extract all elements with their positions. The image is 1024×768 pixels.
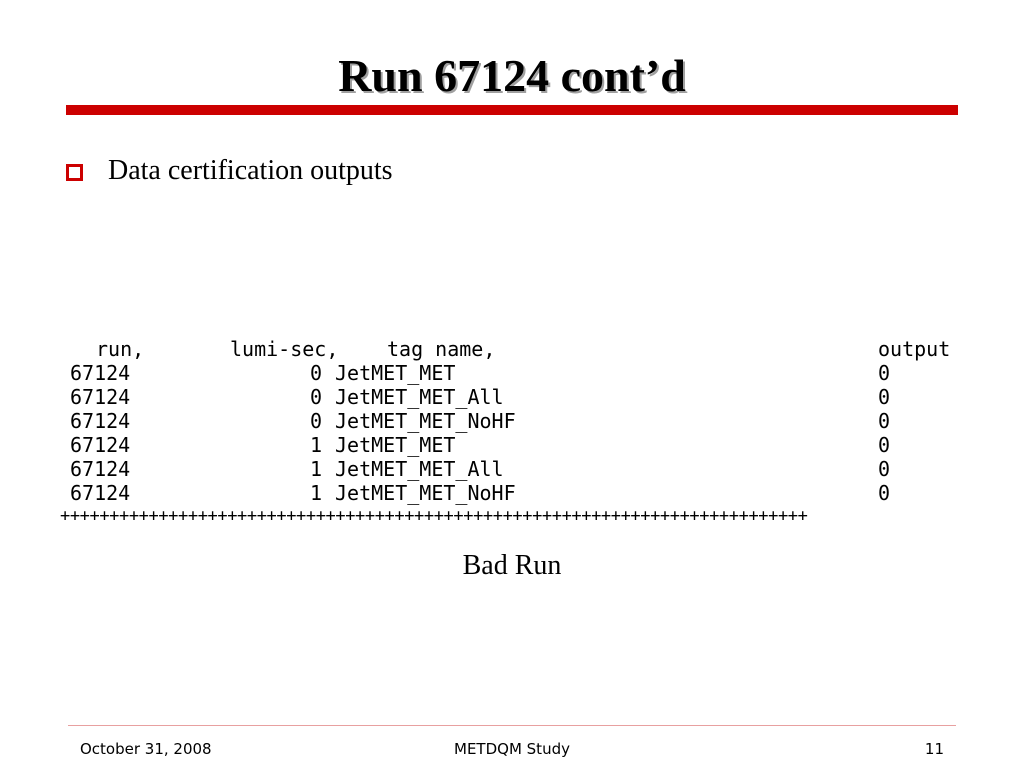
cell-output: 0: [878, 361, 891, 385]
cell-lumi-sec: 1: [309, 481, 322, 505]
cell-output: 0: [878, 481, 891, 505]
square-bullet-icon: [66, 163, 83, 181]
cell-lumi-sec: 0: [309, 385, 322, 409]
cell-run: 67124: [70, 361, 131, 385]
cell-lumi-sec: 0: [309, 361, 322, 385]
cell-run: 67124: [70, 481, 131, 505]
table-row: 67124 1 JetMET_MET_All 0: [60, 457, 960, 481]
slide-title: Run 67124 cont’d: [338, 50, 686, 101]
cell-lumi-sec: 1: [309, 433, 322, 457]
cell-tag-name: JetMET_MET_NoHF: [335, 409, 516, 433]
footer-date: October 31, 2008: [80, 740, 212, 758]
cell-output: 0: [878, 409, 891, 433]
bullet-text: Data certification outputs: [108, 155, 393, 186]
cell-output: 0: [878, 385, 891, 409]
cell-run: 67124: [70, 385, 131, 409]
footer-title: METDQM Study: [454, 740, 570, 758]
cell-tag-name: JetMET_MET: [335, 361, 456, 385]
cell-tag-name: JetMET_MET: [335, 433, 456, 457]
header-tag-name: tag name,: [387, 337, 496, 361]
table-row: 67124 0 JetMET_MET_All 0: [60, 385, 960, 409]
cell-tag-name: JetMET_MET_NoHF: [335, 481, 516, 505]
table-row: 67124 0 JetMET_MET 0: [60, 361, 960, 385]
cell-run: 67124: [70, 409, 131, 433]
bad-run-caption: Bad Run: [462, 550, 562, 581]
cell-lumi-sec: 1: [309, 457, 322, 481]
page-number: 11: [924, 740, 944, 758]
footer-divider: [68, 725, 956, 726]
table-row: 67124 0 JetMET_MET_NoHF 0: [60, 409, 960, 433]
separator-line: ++++++++++++++++++++++++++++++++++++++++…: [60, 506, 808, 526]
table-header: run, lumi-sec, tag name, output: [60, 337, 960, 361]
bullet-item: Data certification outputs: [66, 155, 393, 187]
title-underline: [66, 105, 958, 115]
header-lumi-sec: lumi-sec,: [230, 337, 339, 361]
table-row: 67124 1 JetMET_MET_NoHF 0: [60, 481, 960, 505]
header-run: run,: [96, 337, 145, 361]
cell-tag-name: JetMET_MET_All: [335, 385, 504, 409]
header-output: output: [878, 337, 951, 361]
cell-output: 0: [878, 457, 891, 481]
cell-tag-name: JetMET_MET_All: [335, 457, 504, 481]
cell-run: 67124: [70, 457, 131, 481]
cell-output: 0: [878, 433, 891, 457]
cell-lumi-sec: 0: [309, 409, 322, 433]
table-row: 67124 1 JetMET_MET 0: [60, 433, 960, 457]
cell-run: 67124: [70, 433, 131, 457]
